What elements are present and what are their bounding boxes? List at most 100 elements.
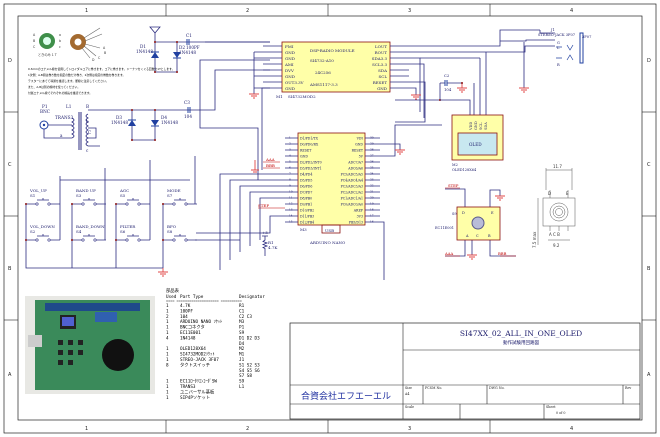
d2-val: 1N4148 — [179, 50, 196, 55]
company-name: 合資会社エフエーエル — [301, 390, 391, 402]
bom-cell: 1 — [166, 319, 169, 325]
dim-width: 11.7 — [553, 164, 562, 169]
title-block: SI47XX_02_ALL_IN_ONE_OLED 動作試験用回路図 合資会社エ… — [289, 322, 641, 420]
jack-ref: J1 — [550, 28, 555, 32]
dim-pin: E — [566, 191, 569, 196]
encoder-pin: D — [462, 211, 465, 215]
dsp-pin: GND — [377, 86, 387, 91]
stereo-jack: J1 STEREO-JACK 3F07 3F07 G L R — [500, 28, 592, 93]
nano-pin-label: 3V3 — [357, 215, 363, 219]
nano-pin-number: 29 — [370, 142, 374, 146]
nano-pin-label: PC0/ADC0/A0 — [341, 203, 363, 207]
nano-pin-label: PC1/ADC1/A1 — [341, 197, 363, 201]
switch-label: VOL_DOWN — [29, 224, 55, 229]
bom-cell: 104 — [180, 314, 188, 320]
nano-pin-number: 3 — [289, 148, 291, 152]
nano-pin-number: 19 — [370, 202, 374, 206]
switch-label: BFO — [167, 224, 177, 229]
switch-ref: S1 — [30, 193, 35, 198]
bom-cell: 1 — [166, 303, 169, 309]
d3-val: 1N4148 — [111, 120, 128, 125]
nano-pin-number: 13 — [289, 208, 293, 212]
bom-header: Used — [166, 294, 177, 300]
dsp-part: SI4732MOD2 — [288, 94, 316, 99]
col-label: 4 — [570, 426, 573, 432]
bom-cell: 1 — [166, 389, 169, 395]
r1-ref: R1 — [268, 240, 274, 245]
nano-pin-number: 14 — [289, 214, 293, 218]
coil-wire-label: B — [104, 51, 106, 55]
fcsm-label: FCSM No. — [425, 386, 442, 390]
col-label: 3 — [408, 426, 411, 432]
bom-header: Part Type — [180, 294, 204, 300]
sheet-value: 0 of 0 — [556, 411, 566, 415]
dsp-pin: GND — [285, 56, 295, 61]
nano-pin-label: ADC7/A7 — [347, 161, 363, 165]
dsp-ref: M1 — [276, 94, 283, 99]
nano-pin-label: D0/PD0/RX — [300, 143, 319, 147]
bom-cell: SIP4Pソケット — [180, 394, 210, 401]
coil-pin-label: A — [33, 33, 36, 37]
dim-pins-bottom: A C B — [549, 232, 560, 237]
nano-pin-label: VIN — [356, 137, 364, 141]
coil-caption: ときのみ 1 T — [38, 52, 57, 57]
bom-cell: EC11E001 — [180, 330, 201, 336]
bom-cell: 100PF — [180, 308, 193, 314]
dsp-pin: LOUT — [375, 44, 387, 49]
note-line: 付属エナメル線でそれぞれの線長を確認できます。 — [28, 91, 92, 95]
dsp-pin: AMI — [284, 62, 294, 67]
bom-cell: タクトスイッチ — [180, 361, 210, 368]
d4-val: 1N4148 — [161, 120, 178, 125]
tap-label: a — [60, 133, 63, 138]
nano-pin-number: 7 — [289, 172, 291, 176]
bom-cell: M2 — [239, 346, 245, 352]
oled-pin: GND — [474, 121, 478, 130]
r1-val: 4.7K — [268, 245, 278, 250]
nano-pin-label: D7/PD7 — [300, 191, 312, 195]
p1-val: BNC — [40, 109, 50, 114]
col-label: 3 — [408, 8, 411, 14]
col-label: 1 — [85, 426, 88, 432]
outer-frame — [3, 3, 657, 434]
dsp-regulator: AMS1117-3.3 — [309, 82, 338, 87]
bom-title: 部品表 — [166, 287, 180, 294]
bom-cell: 4 — [166, 335, 169, 341]
nano-pin-label: PC3/ADC3/A3 — [341, 185, 363, 189]
d1-ref: D1 — [140, 44, 146, 49]
coil-wire-label: C — [98, 56, 101, 60]
oled-pin: VDD — [469, 122, 473, 131]
resistor-r1: +5 R1 4.7K — [261, 230, 278, 256]
nano-pin-label: D2/PD2/INT0 — [300, 161, 322, 165]
nano-pin-label: PC2/ADC2/A2 — [341, 191, 363, 195]
tap-label: c — [86, 148, 89, 153]
nano-pin-number: 16 — [370, 220, 374, 224]
dsp-chip: SI4732-A10 — [310, 58, 334, 63]
switch-ref: S7 — [167, 193, 173, 198]
nano-pin-label: RESET — [352, 149, 364, 153]
nano-pin-number: 26 — [370, 160, 374, 164]
switch-ref: S4 — [76, 229, 82, 234]
nano-pin-number: 20 — [370, 196, 374, 200]
dim-pitch: 9.2 — [553, 243, 560, 248]
bom-cell: BNCコネクタ — [180, 324, 205, 331]
frame-grid — [4, 4, 656, 433]
size-label: Size — [405, 386, 412, 390]
coil-pin-label: c — [59, 45, 61, 49]
net-label-aaa: AAA — [265, 157, 275, 162]
oled-screen-label: OLED — [469, 142, 482, 147]
net-label-step: STEP — [448, 183, 459, 188]
c2-val: 104 — [444, 87, 452, 92]
note-line: テスターにあてて導通を確認します。断線に注意してください。 — [28, 79, 109, 83]
bom-cell: S4 S5 S6 — [239, 368, 260, 374]
bom-cell: S9 — [239, 330, 245, 336]
encoder-dimension-drawing: 11.7 D E A C B 7.5 max 9.2 — [532, 164, 576, 248]
jack-tag: 3F07 — [582, 35, 592, 39]
nano-pin-label: D8/PB0 — [300, 197, 312, 201]
frame-labels: 1 2 3 4 1 2 3 4 D C B A D C B A — [8, 8, 651, 432]
nano-ref: M3 — [300, 227, 307, 232]
row-label: C — [647, 162, 651, 168]
bom-cell: 1 — [166, 395, 169, 401]
nano-pin-number: 12 — [289, 202, 293, 206]
